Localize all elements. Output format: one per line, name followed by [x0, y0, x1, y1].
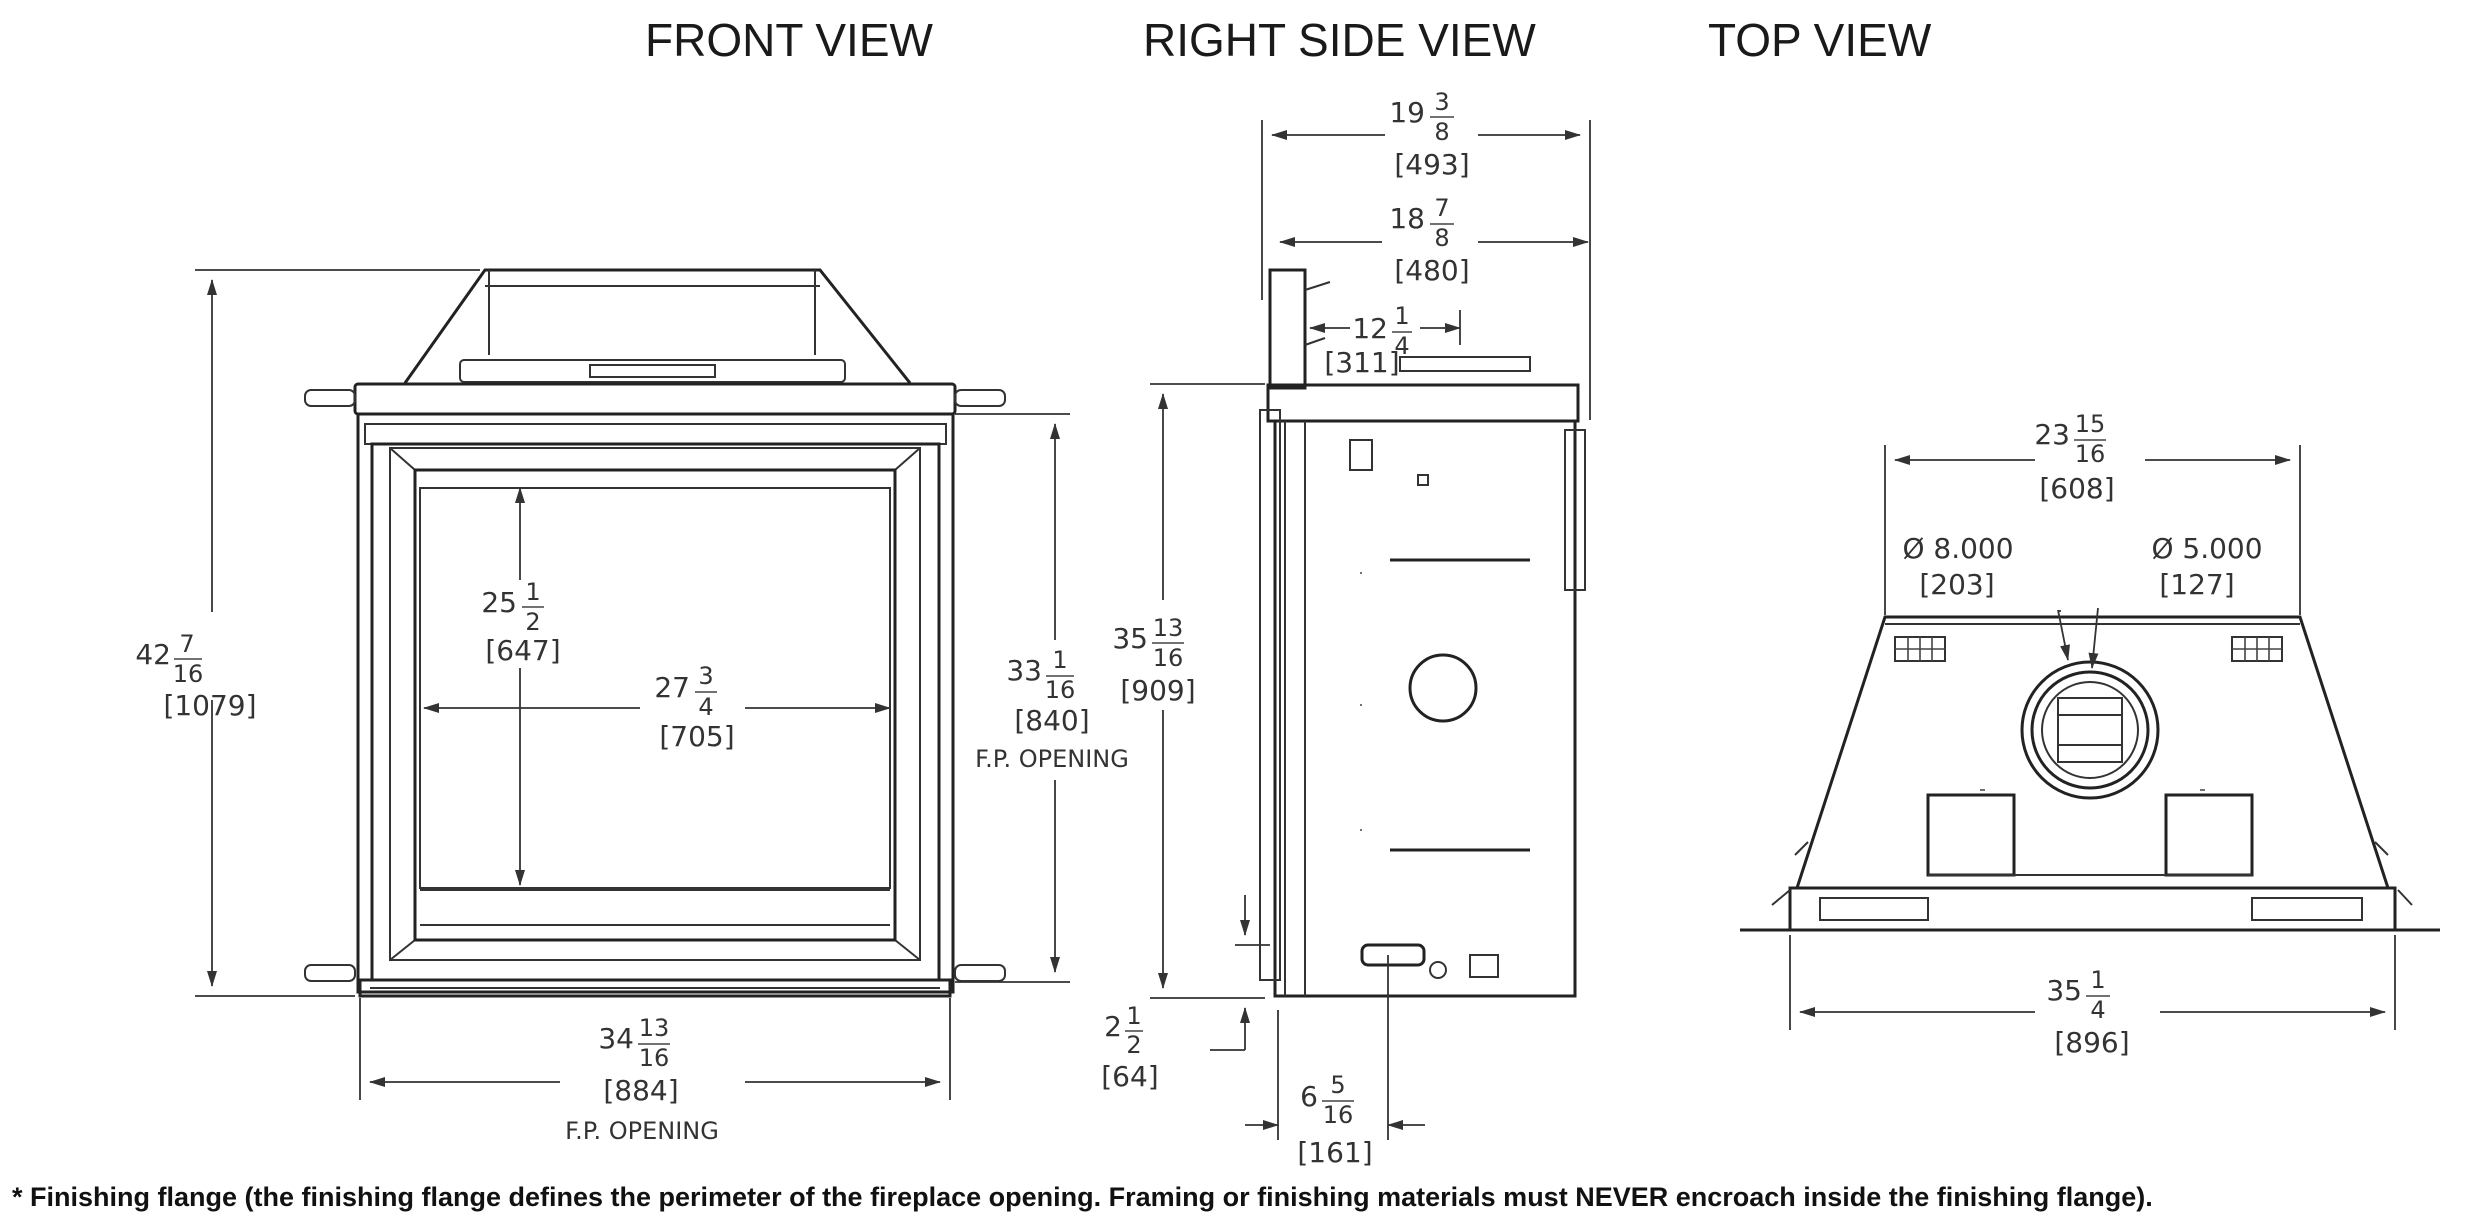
dim-front-overall-height: 42 7 16 [1079]: [135, 630, 256, 722]
svg-text:[127]: [127]: [2159, 568, 2234, 601]
svg-text:2: 2: [1104, 1010, 1122, 1043]
svg-text:Ø 5.000: Ø 5.000: [2151, 532, 2262, 565]
right-side-view-drawing: [1259, 268, 1586, 998]
svg-text:42: 42: [135, 638, 171, 671]
svg-text:7: 7: [179, 630, 194, 658]
front-view-drawing: [304, 268, 1006, 998]
svg-text:[493]: [493]: [1394, 148, 1469, 181]
svg-text:[203]: [203]: [1919, 568, 1994, 601]
svg-text:[311]: [311]: [1324, 346, 1399, 379]
svg-text:[608]: [608]: [2039, 472, 2114, 505]
svg-text:[64]: [64]: [1101, 1060, 1158, 1093]
svg-text:33: 33: [1006, 654, 1042, 687]
dim-side-gas-inlet: 6 5 16 [161]: [1297, 1071, 1372, 1169]
svg-text:5: 5: [1330, 1071, 1345, 1099]
svg-text:4: 4: [698, 693, 713, 721]
dim-front-inner-width: 27 3 4 [705]: [654, 662, 734, 753]
dim-side-body-depth: 18 7 8 [480]: [1389, 194, 1469, 287]
svg-text:1: 1: [525, 578, 540, 606]
svg-text:6: 6: [1300, 1080, 1318, 1113]
svg-text:F.P. OPENING: F.P. OPENING: [565, 1117, 719, 1145]
svg-text:[161]: [161]: [1297, 1136, 1372, 1169]
svg-text:4: 4: [2090, 996, 2105, 1024]
svg-text:15: 15: [2075, 410, 2106, 438]
svg-text:3: 3: [1434, 88, 1449, 116]
svg-text:2: 2: [1126, 1031, 1141, 1059]
dim-side-overall-depth: 19 3 8 [493]: [1389, 88, 1469, 181]
svg-text:16: 16: [1323, 1101, 1354, 1129]
svg-text:7: 7: [1434, 194, 1449, 222]
dim-side-vent-center: 12 1 4 [311]: [1324, 302, 1412, 379]
svg-text:[1079]: [1079]: [163, 689, 256, 722]
svg-text:4: 4: [1394, 332, 1409, 360]
svg-text:1: 1: [2090, 966, 2105, 994]
svg-text:1: 1: [1052, 646, 1067, 674]
side-dimension-lines: [1150, 120, 1591, 1140]
svg-text:8: 8: [1434, 224, 1449, 252]
dim-side-height: 35 13 16 [909]: [1112, 614, 1195, 707]
dim-top-inner-vent: Ø 5.000 [127]: [2151, 532, 2262, 601]
top-view-drawing: [1740, 615, 2440, 932]
dim-front-opening-height: 33 1 16 [840] F.P. OPENING: [975, 646, 1129, 773]
dim-front-opening-width: 34 13 16 [884] F.P. OPENING: [565, 1014, 719, 1145]
svg-text:[840]: [840]: [1014, 704, 1089, 737]
svg-text:[896]: [896]: [2054, 1026, 2129, 1059]
svg-text:23: 23: [2034, 418, 2070, 451]
dim-top-outer-vent: Ø 8.000 [203]: [1902, 532, 2013, 601]
svg-text:18: 18: [1389, 202, 1425, 235]
svg-text:2: 2: [525, 608, 540, 636]
svg-text:16: 16: [639, 1044, 670, 1072]
dim-side-bottom-offset: 2 1 2 [64]: [1101, 1002, 1158, 1093]
dim-top-front-width: 35 1 4 [896]: [2046, 966, 2129, 1059]
svg-text:1: 1: [1394, 302, 1409, 330]
svg-text:25: 25: [481, 586, 517, 619]
front-view-title: FRONT VIEW: [645, 14, 934, 66]
svg-text:19: 19: [1389, 96, 1425, 129]
svg-text:13: 13: [639, 1014, 670, 1042]
svg-text:16: 16: [1153, 644, 1184, 672]
top-view-title: TOP VIEW: [1708, 14, 1932, 66]
finishing-flange-note: * Finishing flange (the finishing flange…: [12, 1182, 2153, 1212]
svg-text:34: 34: [598, 1022, 634, 1055]
svg-text:3: 3: [698, 662, 713, 690]
svg-text:F.P. OPENING: F.P. OPENING: [975, 745, 1129, 773]
svg-text:27: 27: [654, 671, 690, 704]
svg-text:12: 12: [1352, 312, 1388, 345]
svg-text:Ø 8.000: Ø 8.000: [1902, 532, 2013, 565]
svg-text:[884]: [884]: [603, 1074, 678, 1107]
svg-text:[647]: [647]: [485, 634, 560, 667]
right-side-view-title: RIGHT SIDE VIEW: [1143, 14, 1536, 66]
svg-text:1: 1: [1126, 1002, 1141, 1030]
svg-text:35: 35: [2046, 974, 2082, 1007]
svg-text:13: 13: [1153, 614, 1184, 642]
top-dimension-lines: [1789, 445, 2396, 1030]
svg-text:[705]: [705]: [659, 720, 734, 753]
svg-text:8: 8: [1434, 118, 1449, 146]
svg-text:[909]: [909]: [1120, 674, 1195, 707]
svg-text:35: 35: [1112, 622, 1148, 655]
dim-top-rear-width: 23 15 16 [608]: [2034, 410, 2114, 505]
dim-front-inner-height: 25 1 2 [647]: [481, 578, 560, 667]
svg-text:16: 16: [173, 660, 204, 688]
svg-text:[480]: [480]: [1394, 254, 1469, 287]
svg-text:16: 16: [2075, 440, 2106, 468]
front-dimension-lines: [195, 269, 1070, 1100]
svg-text:16: 16: [1045, 676, 1076, 704]
